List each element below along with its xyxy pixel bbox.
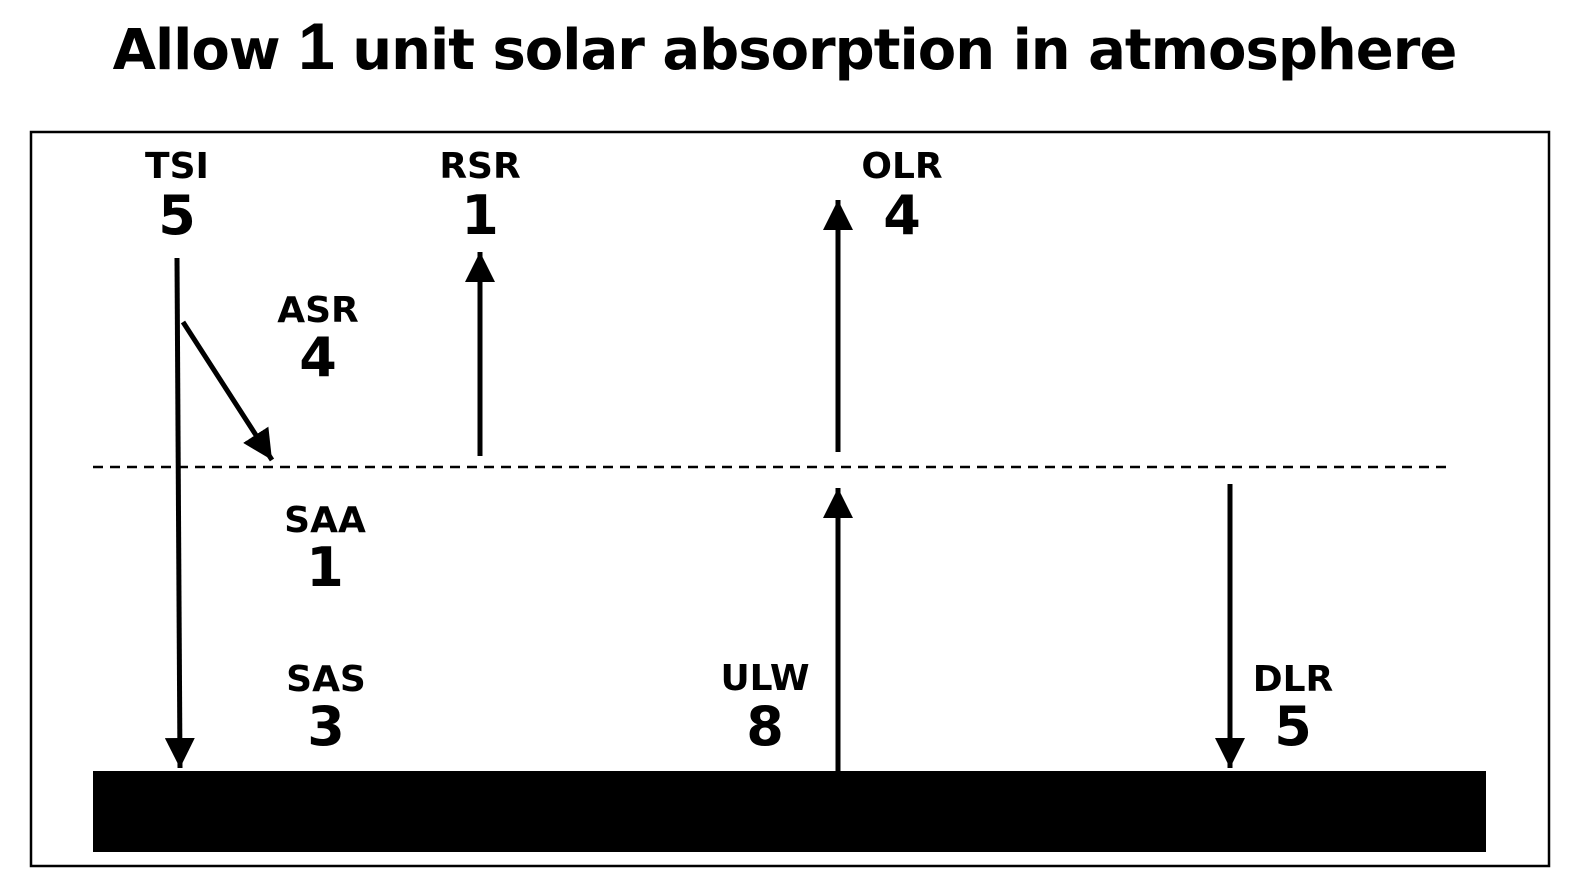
rsr-label: RSR (439, 146, 520, 187)
ulw-value: 8 (746, 695, 784, 758)
sas-value: 3 (307, 695, 345, 758)
saa-label: SAA (284, 500, 366, 541)
asr-value: 4 (299, 326, 337, 389)
olr-label: OLR (861, 146, 942, 187)
tsi-value: 5 (158, 184, 196, 247)
surface-block (93, 771, 1486, 852)
sas-label: SAS (286, 659, 366, 700)
title-prefix: Allow (112, 18, 281, 83)
asr-label: ASR (277, 290, 359, 331)
tsi-label: TSI (145, 146, 209, 187)
title-suffix: unit solar absorption in atmosphere (352, 18, 1457, 83)
saa-value: 1 (306, 536, 344, 599)
olr-value: 4 (883, 184, 921, 247)
rsr-value: 1 (461, 184, 499, 247)
diagram-title: Allow 1 unit solar absorption in atmosph… (0, 6, 1569, 86)
dlr-value: 5 (1274, 695, 1312, 758)
dlr-label: DLR (1253, 659, 1334, 700)
title-number: 1 (298, 9, 335, 83)
asr-absorption-arrow (180, 320, 275, 462)
diagram-frame (29, 130, 1551, 868)
tsi-arrow (164, 257, 195, 769)
ulw-label: ULW (720, 658, 809, 699)
